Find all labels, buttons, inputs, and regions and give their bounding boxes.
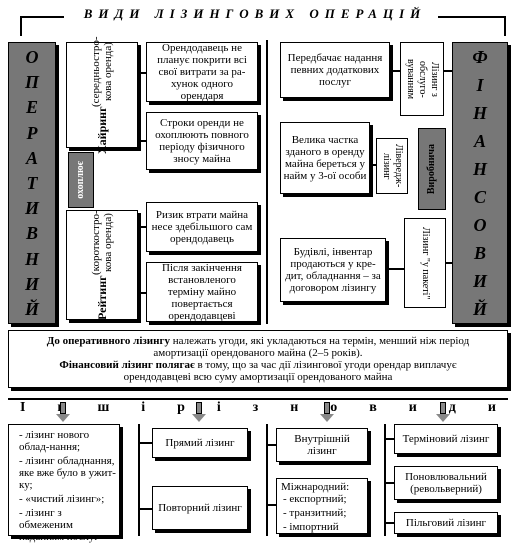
financial-letter: И [472, 271, 487, 291]
preferential-leasing: Пільговий лізинг [394, 512, 498, 534]
others-heading-letter: і [141, 400, 146, 415]
term-leasing: Терміновий лізинг [394, 424, 498, 454]
operative-letter: Р [26, 122, 38, 143]
fin-type-2: Лівередж-лізинг [376, 138, 408, 194]
others-heading-letter: и [408, 400, 417, 415]
repeat-leasing: Повторний лізинг [152, 486, 248, 530]
rating-title: Рейтинг [95, 275, 109, 320]
fin-desc-3: Будівлі, інвентар продаються у кре-дит, … [280, 238, 386, 302]
manufacturer-label: Виробнича [418, 128, 446, 210]
list-item: - експортний; [283, 493, 347, 505]
operative-letter: Е [25, 97, 38, 118]
others-heading-letter: н [290, 400, 299, 415]
direct-leasing: Прямий лізинг [152, 428, 248, 458]
list-item: - «чистий лізинг»; [19, 493, 105, 505]
fin-type-3: Лізинг "у пакеті" [404, 218, 446, 308]
financial-letter: В [473, 243, 486, 263]
financial-letter: Й [472, 299, 487, 319]
rating-desc-2: Після закінчення встановленого терміну м… [146, 262, 258, 322]
list-item: - імпортний [283, 521, 339, 533]
others-heading-letter: в [369, 400, 377, 415]
financial-def-text: в тому, що за час дії лізингової угоди о… [123, 359, 457, 383]
list-item: - лізинг нового облад-нання; [19, 429, 90, 453]
operative-letter: Т [26, 172, 38, 193]
other-types-list: - лізинг нового облад-нання;- лізинг обл… [8, 424, 120, 543]
definition-box: До оперативного лізингу належать угоди, … [8, 330, 508, 388]
financial-letter: І [476, 75, 484, 95]
operative-letter: И [24, 273, 39, 294]
fin-type-1: Лізинг з обслуго-вуванням [400, 42, 444, 116]
financial-def-lead: Фінансовий лізинг полягає [59, 359, 195, 371]
financial-letter: О [473, 215, 487, 235]
operative-def-lead: До оперативного лізингу [46, 335, 170, 347]
financial-letter: Н [472, 159, 487, 179]
fin-desc-1: Передбачає надання певних додаткових пос… [280, 42, 390, 98]
others-heading-letter: д [448, 400, 456, 415]
operative-letter: А [25, 147, 38, 168]
list-item: - лізинг з обмеженим наданням послуг [19, 507, 99, 543]
operative-letter: И [24, 198, 39, 219]
operative-letter: В [25, 223, 38, 244]
page-title: ВИДИ ЛІЗИНГОВИХ ОПЕРАЦІЙ [83, 6, 427, 21]
renewable-leasing: Поновлювальний (револьверний) [394, 466, 498, 500]
operative-letter: Й [24, 298, 39, 319]
hiring-desc-2: Строки оренди не охоплюють повного періо… [146, 112, 258, 170]
others-heading-letter: р [177, 400, 185, 415]
fin-desc-2: Велика частка зданого в оренду майна бер… [280, 122, 370, 194]
financial-letter: Н [472, 103, 487, 123]
hiring-subtitle: (середньостро-кова оренда) [90, 35, 114, 107]
hiring-box: Хайринг (середньостро-кова оренда) [66, 36, 138, 154]
covers-label: охоплює [68, 152, 94, 208]
operative-letter: Н [24, 248, 39, 269]
others-heading-letter: ш [97, 400, 110, 415]
operative-letter: П [24, 72, 39, 93]
rating-box: Рейтинг (короткостро-кова оренда) [66, 210, 138, 320]
operative-letter: О [25, 47, 39, 67]
list-item: - лізинг обладнання, яке вже було в ужит… [19, 455, 116, 491]
international-leasing: Міжнародний: - експортний;- транзитний;-… [276, 478, 368, 534]
others-heading-letter: о [330, 400, 338, 415]
domestic-leasing: Внутрішній лізинг [276, 428, 368, 462]
others-heading-letter: і [216, 400, 221, 415]
others-heading-letter: и [487, 400, 496, 415]
hiring-title: Хайринг [95, 106, 109, 155]
operative-def-text: належать угоди, які укладаються на термі… [153, 335, 470, 359]
financial-letter: С [473, 187, 486, 207]
financial-letter: А [473, 131, 486, 151]
rating-desc-1: Ризик втрати майна несе здебільшого сам … [146, 202, 258, 252]
title-bar: ВИДИ ЛІЗИНГОВИХ ОПЕРАЦІЙ [20, 4, 506, 36]
rating-subtitle: (короткостро-кова оренда) [90, 210, 114, 276]
others-heading: Іншірізновиди [8, 398, 508, 418]
others-heading-letter: І [20, 400, 26, 415]
financial-letter: Ф [472, 47, 488, 67]
hiring-desc-1: Орендодавець не планує покрити всі свої … [146, 42, 258, 102]
others-heading-letter: з [252, 400, 259, 415]
list-item: - транзитний; [283, 507, 347, 519]
